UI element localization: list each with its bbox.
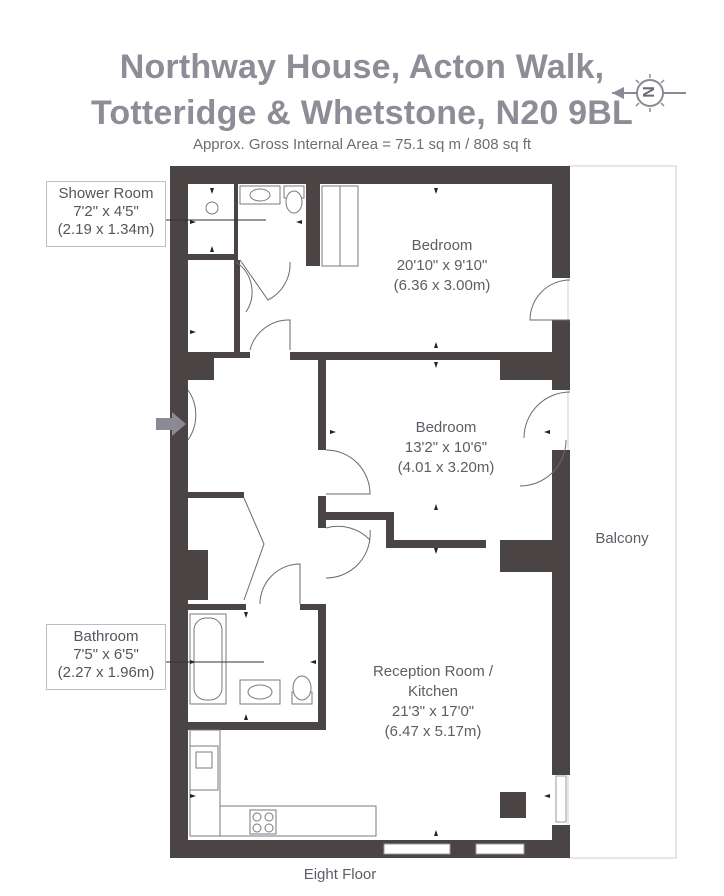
reception-imperial: 21'3" x 17'0" [391, 703, 475, 720]
floor-label: Eight Floor [303, 866, 377, 883]
bedroom-1-imperial: 20'10" x 9'10" [396, 257, 488, 274]
property-title-line-1: Northway House, Acton Walk, [119, 48, 605, 86]
bedroom-2-label: Bedroom 13'2" x 10'6" (4.01 x 3.20m) [376, 418, 516, 478]
shower-room-imperial: 7'2" x 4'5" [73, 203, 139, 220]
shower-room-metric: (2.19 x 1.34m) [57, 221, 155, 238]
balcony-label: Balcony [595, 530, 649, 547]
reception-kitchen-label: Reception Room / Kitchen 21'3" x 17'0" (… [348, 662, 518, 742]
reception-name-line-2: Kitchen [407, 683, 459, 700]
shower-room-name: Shower Room [58, 185, 154, 202]
reception-name-line-1: Reception Room / [372, 663, 494, 680]
windows [383, 775, 567, 855]
bedroom-2-name: Bedroom [415, 419, 477, 436]
entrance-arrow [156, 412, 186, 436]
fixtures [189, 185, 377, 837]
bedroom-1-metric: (6.36 x 3.00m) [393, 277, 491, 294]
kitchen-column [500, 792, 526, 818]
compass-letter: N [641, 86, 658, 98]
bedroom-1-label: Bedroom 20'10" x 9'10" (6.36 x 3.00m) [372, 236, 512, 296]
balcony-outline [567, 165, 677, 859]
bedroom-1-name: Bedroom [411, 237, 473, 254]
bedroom-2-imperial: 13'2" x 10'6" [404, 439, 488, 456]
bedroom-2-metric: (4.01 x 3.20m) [397, 459, 495, 476]
bathroom-name: Bathroom [73, 628, 139, 645]
shower-room-label: Shower Room 7'2" x 4'5" (2.19 x 1.34m) [46, 181, 166, 247]
gross-internal-area: Approx. Gross Internal Area = 75.1 sq m … [192, 136, 532, 153]
compass-icon [612, 74, 686, 112]
property-title-line-2: Totteridge & Whetstone, N20 9BL [90, 94, 634, 132]
dimension-arrows [190, 188, 550, 836]
bathroom-label: Bathroom 7'5" x 6'5" (2.27 x 1.96m) [46, 624, 166, 690]
bathroom-metric: (2.27 x 1.96m) [57, 664, 155, 681]
reception-metric: (6.47 x 5.17m) [384, 723, 482, 740]
bathroom-imperial: 7'5" x 6'5" [73, 646, 139, 663]
door-swings [187, 259, 571, 605]
